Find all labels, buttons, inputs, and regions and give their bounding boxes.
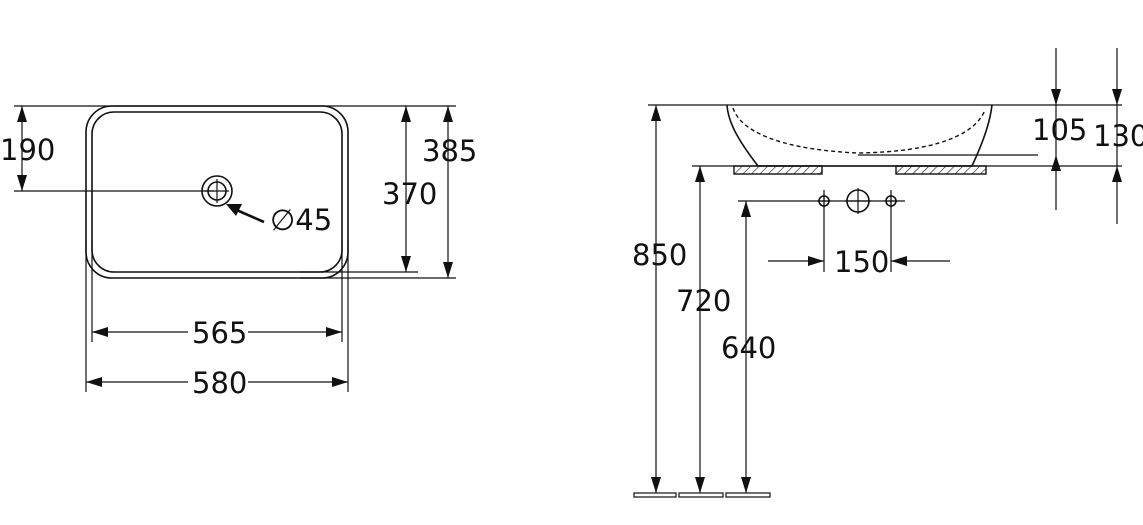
- drain-icon: [201, 175, 233, 207]
- dim-width-inner: 565: [92, 316, 342, 350]
- basin-profile: [726, 104, 993, 167]
- dim-580-label: 580: [192, 366, 247, 400]
- counter-section-right: [895, 165, 987, 175]
- dim-105-label: 105: [1032, 113, 1087, 147]
- floor-line: [633, 492, 771, 498]
- dim-150-label: 150: [834, 245, 889, 279]
- dim-720-label: 720: [676, 284, 731, 318]
- dim-height-total: 850: [632, 105, 687, 493]
- dim-370-label: 370: [382, 177, 437, 211]
- dim-130-label: 130: [1093, 119, 1143, 153]
- dim-depth-outer: 385: [422, 106, 477, 278]
- dim-drain-offset: 190: [0, 106, 55, 191]
- drain-center-icon: [845, 188, 871, 214]
- dim-height-drain: 640: [721, 201, 776, 493]
- dim-45-label: ∅45: [270, 203, 332, 237]
- dim-190-label: 190: [0, 133, 55, 167]
- dim-385-label: 385: [422, 134, 477, 168]
- dim-850-label: 850: [632, 238, 687, 272]
- dim-bowl-inner-height: 105: [1032, 48, 1087, 210]
- dim-height-counter: 720: [676, 166, 731, 493]
- top-view: 190 370 385 ∅45 565: [0, 105, 477, 400]
- dim-565-label: 565: [192, 316, 247, 350]
- counter-section-left: [733, 165, 823, 175]
- side-view: 150 850 720 640: [632, 48, 1143, 498]
- dim-drain-diameter: ∅45: [226, 203, 332, 237]
- dim-depth-inner: 370: [382, 106, 437, 272]
- basin-inner-outline: [91, 111, 343, 273]
- dim-640-label: 640: [721, 331, 776, 365]
- dim-width-outer: 580: [86, 366, 348, 400]
- inner-bowl-outline: [732, 107, 986, 154]
- dim-pipe-spacing: 150: [768, 245, 950, 279]
- dim-bowl-outer-height: 130: [1093, 48, 1143, 224]
